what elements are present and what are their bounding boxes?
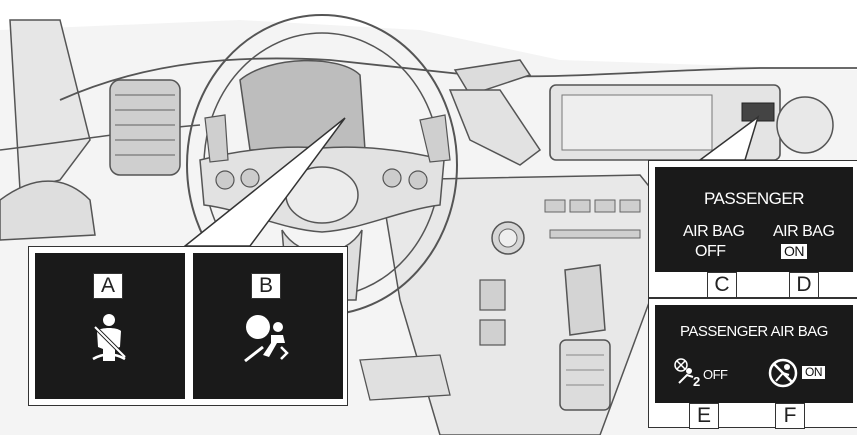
airbag-off-line1: AIR BAG — [683, 223, 763, 241]
indicator-tile-b: B — [193, 253, 343, 399]
seatbelt-reminder-icon — [87, 313, 131, 368]
indicator-panel-ef: PASSENGER AIR BAG 2 OFF — [655, 305, 853, 403]
panel-top-title: PASSENGER — [655, 189, 853, 209]
callout-label-b: B — [251, 273, 281, 299]
airbag-off-line2: OFF — [695, 243, 735, 261]
passenger-airbag-indicator-type2: PASSENGER AIR BAG 2 OFF — [648, 298, 857, 428]
indicator-tile-a: A — [35, 253, 185, 399]
callout-label-d: D — [789, 272, 819, 298]
callout-label-e: E — [689, 403, 719, 429]
callout-label-a: A — [93, 273, 123, 299]
airbag-on-badge: ON — [781, 243, 821, 259]
airbag-on-badge-small: ON — [802, 365, 842, 379]
airbag-on-line1: AIR BAG — [773, 223, 853, 241]
indicator-panel-cd: PASSENGER AIR BAG OFF AIR BAG ON — [655, 167, 853, 272]
srs-airbag-warning-icon — [241, 313, 291, 368]
callout-label-c: C — [707, 272, 737, 298]
airbag-off-text: OFF — [703, 367, 743, 382]
passenger-airbag-off-icon: 2 — [673, 357, 703, 392]
panel-bottom-title: PASSENGER AIR BAG — [655, 323, 853, 340]
svg-text:2: 2 — [693, 374, 700, 387]
passenger-airbag-on-icon — [767, 357, 799, 394]
callout-label-f: F — [775, 403, 805, 429]
left-indicator-panel: A B — [28, 246, 348, 406]
passenger-airbag-indicator-type1: PASSENGER AIR BAG OFF AIR BAG ON C D — [648, 160, 857, 298]
